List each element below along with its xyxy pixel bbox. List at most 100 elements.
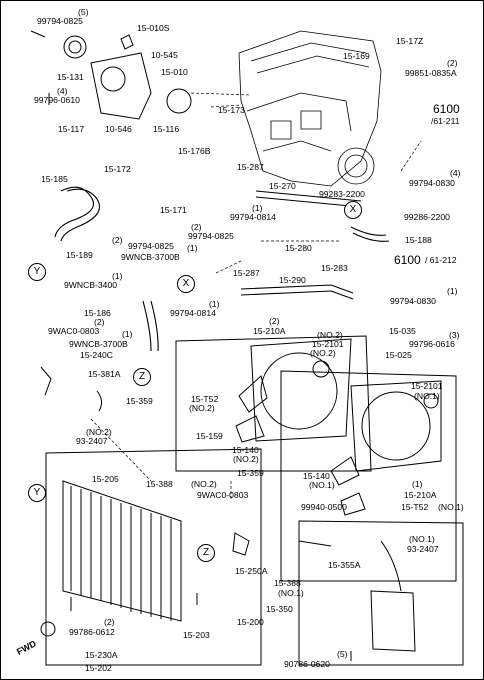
part-number: 99796-0610 [34, 95, 80, 105]
part-number: 15-17Z [396, 36, 424, 46]
qty-label: (4) [57, 86, 68, 96]
part-number: 15-172 [104, 164, 131, 174]
part-number: 15-355A [328, 560, 361, 570]
variant-label: (NO.1) [278, 588, 304, 598]
part-number: 99794-0830 [409, 178, 455, 188]
variant-label: (NO.2) [189, 403, 215, 413]
part-number: 93-2407 [407, 544, 439, 554]
qty-label: (2) [447, 58, 458, 68]
part-number: 15-203 [183, 630, 210, 640]
variant-label: (NO.1) [438, 502, 464, 512]
qty-label: (1) [122, 329, 133, 339]
qty-label: (5) [337, 649, 348, 659]
part-number: 9WNCB-3400 [64, 280, 118, 290]
part-number: 9WAC0-0803 [197, 490, 249, 500]
part-number: 15-131 [57, 72, 84, 82]
part-number: 15-287 [237, 162, 264, 172]
part-number: 15-010 [161, 67, 188, 77]
part-number: 15-270 [269, 181, 296, 191]
part-number: 15-159 [196, 431, 223, 441]
water-pump-drawing [30, 30, 192, 120]
part-number: 15-350 [266, 604, 293, 614]
part-number: 15-189 [66, 250, 93, 260]
part-number: 15-T52 [191, 394, 219, 404]
part-number: / 61-212 [425, 255, 457, 265]
part-number: 90786-0620 [284, 659, 330, 669]
part-number: 15-210A [253, 326, 286, 336]
part-number: 99794-0825 [128, 241, 174, 251]
reservoir-box [298, 520, 464, 666]
qty-label: (1) [112, 271, 123, 281]
part-number: 15-T52 [401, 502, 429, 512]
part-number: 99786-0612 [69, 627, 115, 637]
part-number: 15-140 [303, 471, 330, 481]
part-number: 15-359 [126, 396, 153, 406]
part-number: 99794-0814 [170, 308, 216, 318]
part-number: 15-388 [146, 479, 173, 489]
part-number: 15-188 [405, 235, 432, 245]
variant-label: (NO.2) [191, 479, 217, 489]
part-number: 99283-2200 [319, 189, 365, 199]
qty-label: (4) [450, 168, 461, 178]
hoses-drawing [54, 186, 390, 352]
part-number: 15-010S [137, 23, 170, 33]
part-number: 15-176B [178, 146, 211, 156]
part-number: 15-2101 [312, 339, 344, 349]
part-number: 15-381A [88, 369, 121, 379]
ref-marker-y: Y [28, 484, 46, 502]
ref-marker-x: X [344, 201, 362, 219]
part-number: 15-240C [80, 350, 113, 360]
ref-marker-x: X [177, 275, 195, 293]
small-parts [40, 366, 352, 661]
part-number: 15-025 [385, 350, 412, 360]
part-number: 9WNCB-3700B [121, 252, 180, 262]
part-number: 99286-2200 [404, 212, 450, 222]
part-number: 15-171 [160, 205, 187, 215]
variant-label: (NO.2) [317, 330, 343, 340]
part-number: 15-202 [85, 663, 112, 673]
qty-label: (1) [209, 299, 220, 309]
part-number: 15-169 [343, 51, 370, 61]
qty-label: (2) [269, 316, 280, 326]
part-number: 15-200 [237, 617, 264, 627]
part-number: /61-211 [431, 116, 460, 126]
part-number: 15-250A [235, 566, 268, 576]
fan-assembly-box [175, 335, 457, 582]
ref-marker-z: Z [197, 544, 215, 562]
variant-label: (NO.2) [233, 454, 259, 464]
qty-label: (2) [191, 222, 202, 232]
part-number: 99796-0616 [409, 339, 455, 349]
part-number: 9WNCB-3700B [69, 339, 128, 349]
part-number: 99794-0830 [390, 296, 436, 306]
qty-label: (5) [78, 7, 89, 17]
leader-lines [90, 92, 422, 501]
ref-marker-y: Y [28, 263, 46, 281]
part-number: 15-388 [274, 578, 301, 588]
part-number: 15-140 [232, 445, 259, 455]
part-number: 15-283 [321, 263, 348, 273]
part-number: 15-205 [92, 474, 119, 484]
part-number: 99794-0825 [37, 16, 83, 26]
part-number: 15-186 [84, 308, 111, 318]
part-number: 15-116 [153, 124, 180, 134]
part-number: 15-280 [285, 243, 312, 253]
qty-label: (2) [94, 317, 105, 327]
engine-block-drawing [238, 30, 382, 187]
part-number: 15-185 [41, 174, 68, 184]
part-number: 15-035 [389, 326, 416, 336]
part-number: 15-287 [233, 268, 260, 278]
variant-label: (NO.1) [409, 534, 435, 544]
variant-label: (NO.1) [309, 480, 335, 490]
part-number: 9WAC0-0803 [48, 326, 100, 336]
part-number: 99794-0825 [188, 231, 234, 241]
part-number: 10-546 [105, 124, 132, 134]
part-number: 99851-0835A [405, 68, 457, 78]
radiator-drawing [40, 448, 262, 666]
variant-label: (NO.1) [414, 391, 440, 401]
part-number: 10-545 [151, 50, 178, 60]
part-number: 15-117 [58, 124, 85, 134]
qty-label: (3) [449, 330, 460, 340]
part-number: 15-2101 [411, 381, 443, 391]
